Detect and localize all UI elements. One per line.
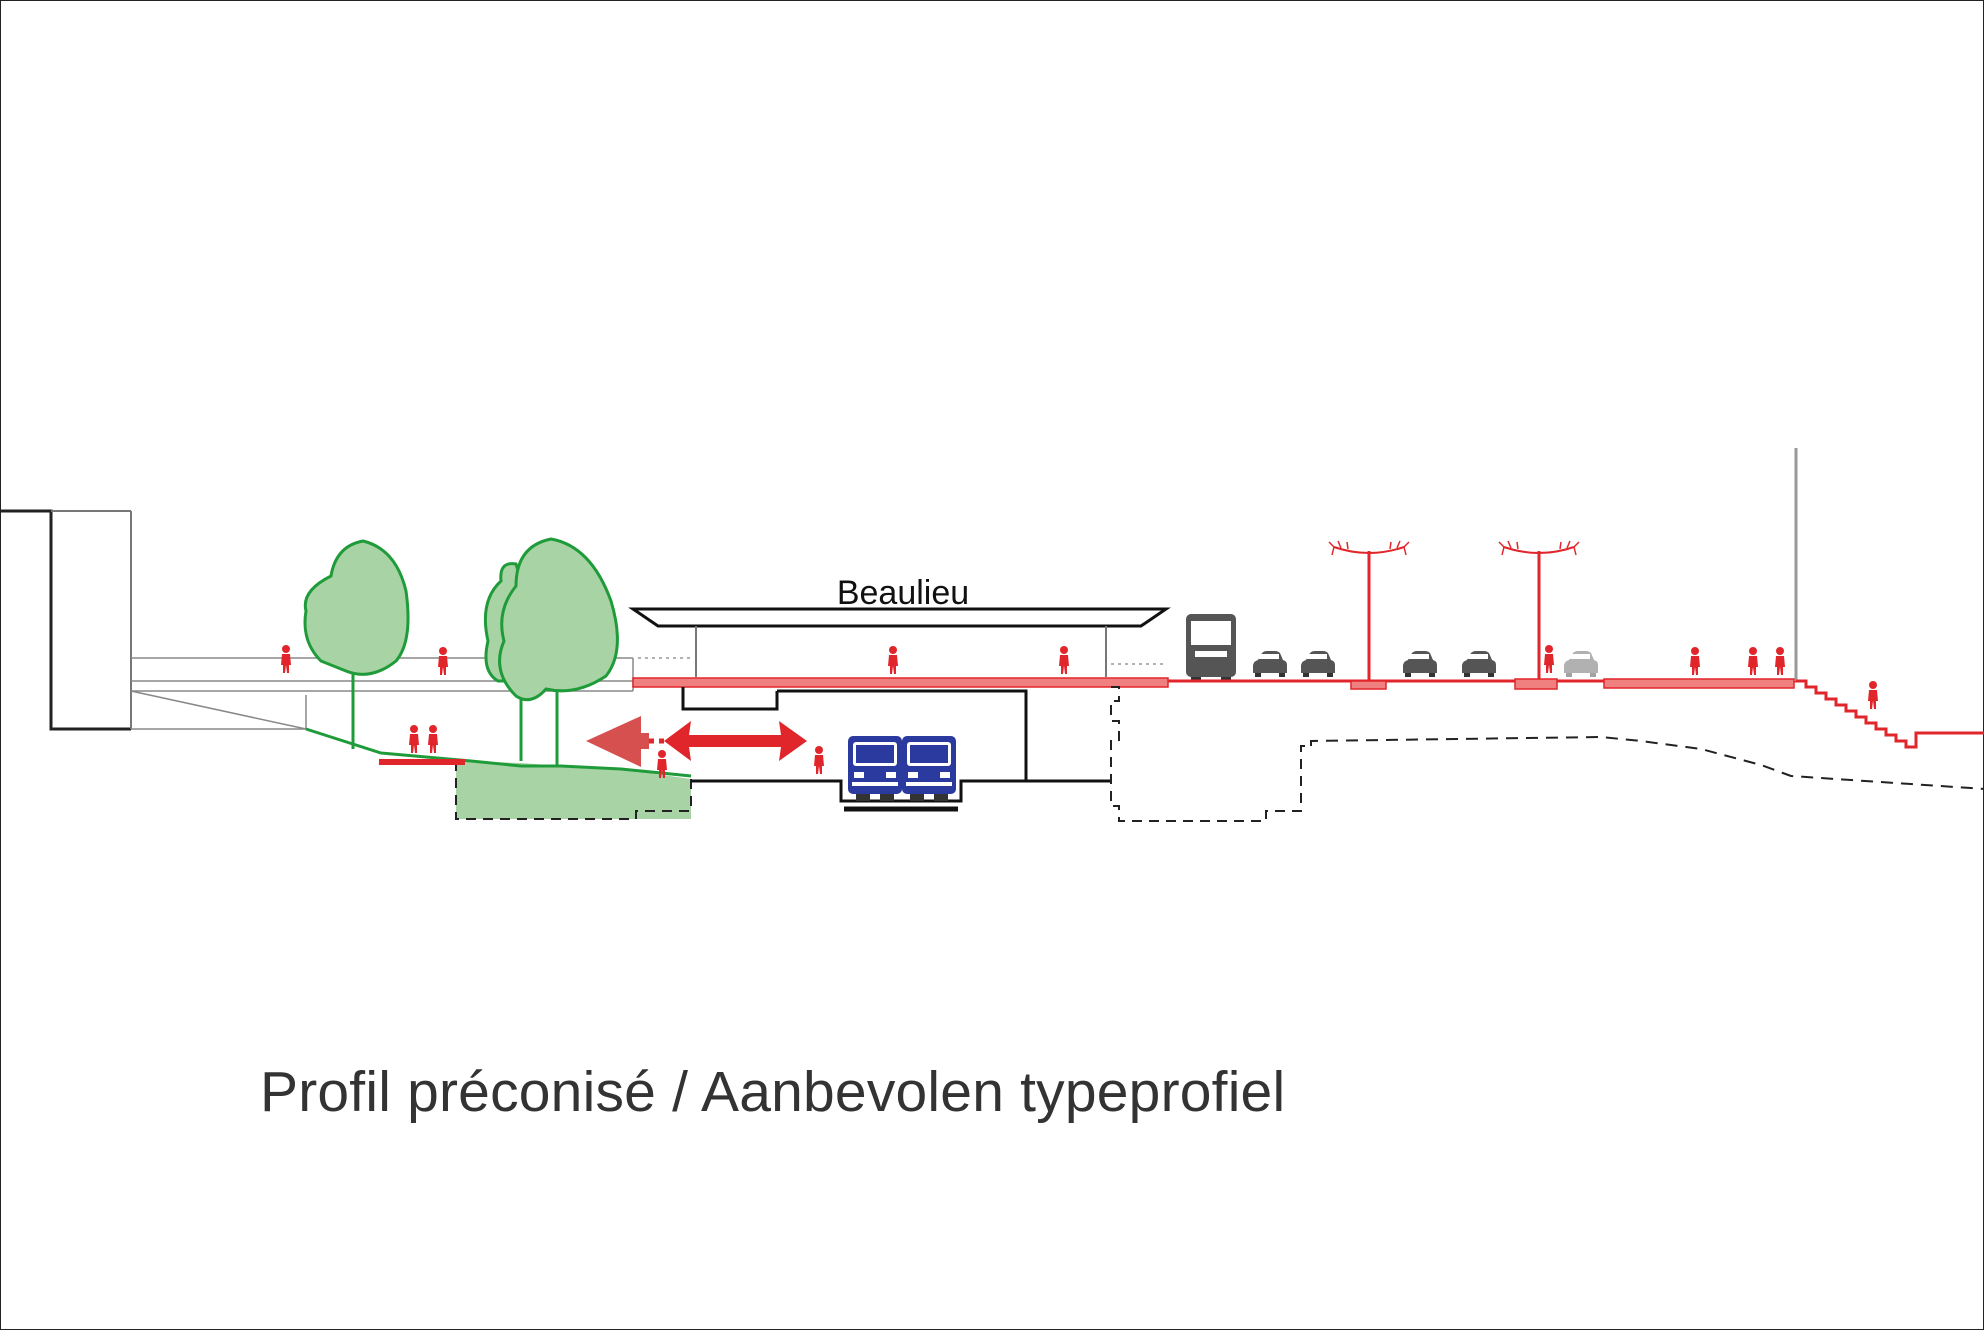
person-icon [888,646,898,674]
tree-icon [303,539,410,749]
station-plaza [632,677,1169,688]
person-icon [281,645,291,673]
double-arrow-icon [586,716,807,767]
car-icon [1301,651,1335,677]
footpath-lower [379,759,465,765]
existing-building-left [1,509,132,731]
person-icon [814,746,824,774]
person-icon [1544,645,1554,673]
car-icon [1253,651,1287,677]
car-icon [1403,651,1437,677]
green-slope [305,727,692,820]
person-icon [1748,647,1758,675]
diagram-caption: Profil préconisé / Aanbevolen typeprofie… [260,1060,1286,1124]
street-lamp-icon [1497,539,1581,683]
stairs [1796,679,1984,749]
person-icon [1690,647,1700,675]
bus-icon [1186,614,1236,682]
station-label: Beaulieu [837,574,969,612]
person-icon [409,725,419,753]
tree-icon [498,537,619,766]
metro-train-icon [902,736,956,801]
ground-profile-dashed [1310,735,1984,790]
metro-train-icon [848,736,902,801]
person-icon [1059,646,1069,674]
car-icon [1462,651,1496,677]
station-canopy: Beaulieu [628,574,1171,677]
person-icon [1775,647,1785,675]
person-icon [1868,681,1878,709]
person-icon [428,725,438,753]
car-icon [1564,651,1598,677]
underground-station [681,686,1311,822]
street-lamp-icon [1327,539,1411,683]
person-icon [438,647,448,675]
boulevard-surface [1168,678,1796,690]
